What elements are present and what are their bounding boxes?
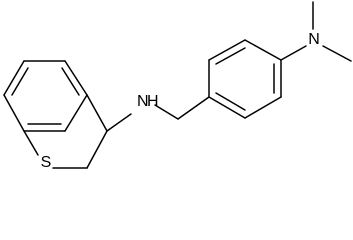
bond: [23, 130, 39, 156]
double-bond-inner: [11, 67, 29, 96]
bond: [86, 130, 108, 169]
bond: [3, 60, 25, 96]
amine-nitrogen-label: N: [137, 93, 149, 110]
bond: [244, 39, 282, 61]
dimethylamino-nitrogen-label: N: [308, 31, 320, 48]
thiochromane-benzene-ring: [3, 60, 88, 132]
bond: [208, 39, 246, 61]
amine-hydrogen-label: H: [147, 93, 159, 110]
bond: [86, 94, 108, 132]
bond-aryl-nme2: [280, 45, 307, 61]
sulfur-atom-label: S: [41, 154, 52, 171]
chemical-structure-diagram: S N H N: [3, 1, 352, 171]
bond: [64, 94, 88, 132]
bond: [3, 94, 25, 132]
double-bond-inner: [215, 47, 246, 65]
bond-nh-ch2: [154, 104, 179, 120]
bond-ch2-aryl: [177, 96, 210, 120]
bond-c4-nh: [106, 113, 132, 132]
bond-n-methyl-2: [322, 45, 352, 62]
aniline-benzene-ring: [208, 39, 282, 119]
thiopyran-ring: [23, 94, 108, 169]
bond: [244, 96, 282, 119]
bond: [64, 60, 88, 96]
bond: [208, 96, 246, 119]
double-bond-inner: [215, 92, 246, 111]
double-bond-inner: [61, 67, 80, 96]
